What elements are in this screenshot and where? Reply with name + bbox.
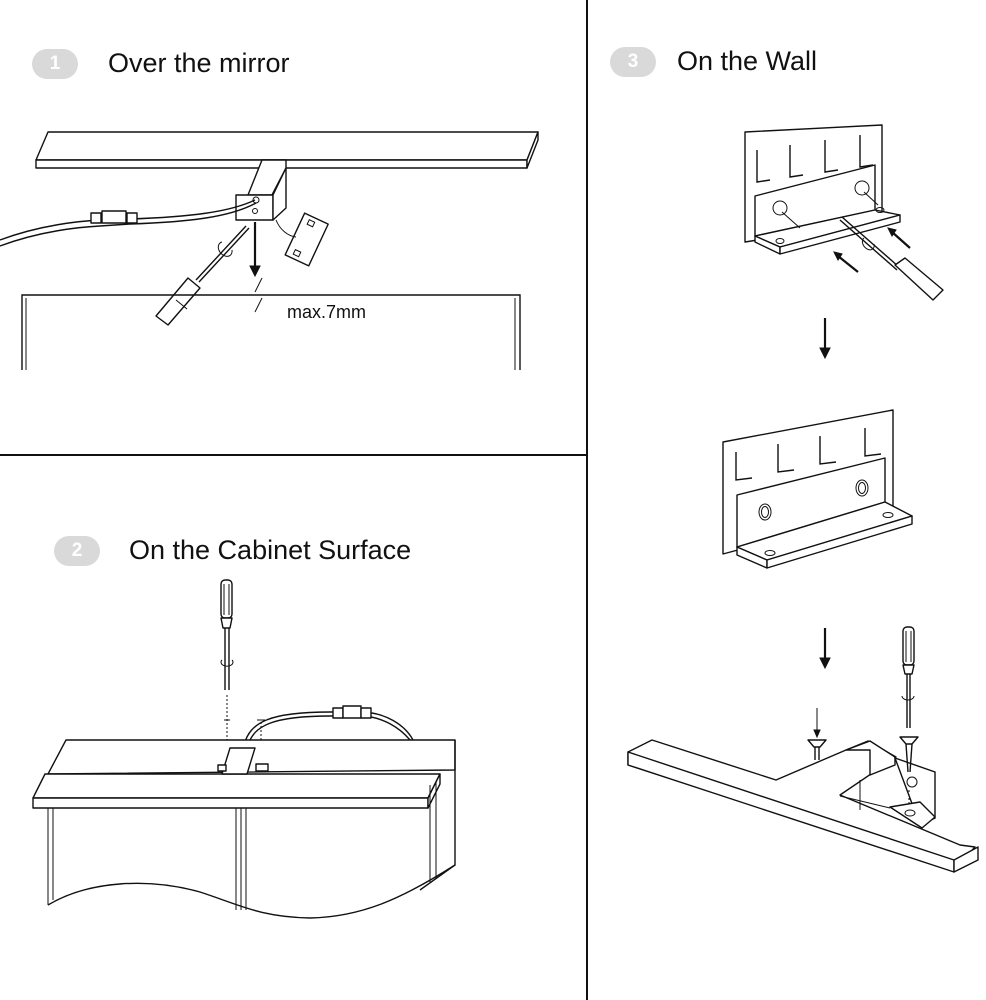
wall-bracket xyxy=(737,458,912,568)
wall-bracket xyxy=(755,165,900,254)
step-3-badge: 3 xyxy=(610,46,656,77)
screw-arrow xyxy=(814,708,820,737)
gap-annotation: max.7mm xyxy=(287,302,367,322)
screwdriver-icon xyxy=(156,226,249,325)
power-cable xyxy=(244,706,413,765)
screw xyxy=(900,737,918,810)
over-mirror-illustration xyxy=(0,120,560,380)
step-2-badge: 2 xyxy=(54,535,100,566)
step-1-title: Over the mirror xyxy=(108,48,290,78)
power-cable xyxy=(0,200,256,246)
cabinet-surface-illustration xyxy=(0,560,470,1000)
step-2-header: 2 On the Cabinet Surface xyxy=(54,535,411,566)
light-attach-illustration xyxy=(610,610,986,900)
wall-bracket-installed-illustration xyxy=(700,400,930,630)
screwdriver-icon xyxy=(902,627,914,728)
mounting-bracket xyxy=(285,213,328,266)
vertical-divider xyxy=(586,0,588,1000)
step-1-header: 1 Over the mirror xyxy=(32,48,290,79)
step-2-title: On the Cabinet Surface xyxy=(129,535,412,565)
step-1-badge: 1 xyxy=(32,48,78,79)
screw xyxy=(808,740,826,760)
light-bar xyxy=(628,740,978,872)
step-3-title: On the Wall xyxy=(677,46,818,76)
mount-block xyxy=(218,748,268,774)
screwdriver-icon xyxy=(221,580,233,760)
step-3-header: 3 On the Wall xyxy=(610,46,817,77)
down-arrow-icon xyxy=(820,318,830,358)
mirror xyxy=(22,295,520,370)
down-arrow-icon xyxy=(250,222,260,276)
down-arrow-icon xyxy=(820,628,830,668)
push-arrows xyxy=(834,228,910,272)
mount-block xyxy=(236,160,286,220)
horizontal-divider xyxy=(0,454,587,456)
wall-bracket xyxy=(840,758,935,828)
light-bar xyxy=(36,132,538,168)
screwdriver-icon xyxy=(840,217,943,300)
wall-bracket-screwing-illustration xyxy=(700,110,970,370)
